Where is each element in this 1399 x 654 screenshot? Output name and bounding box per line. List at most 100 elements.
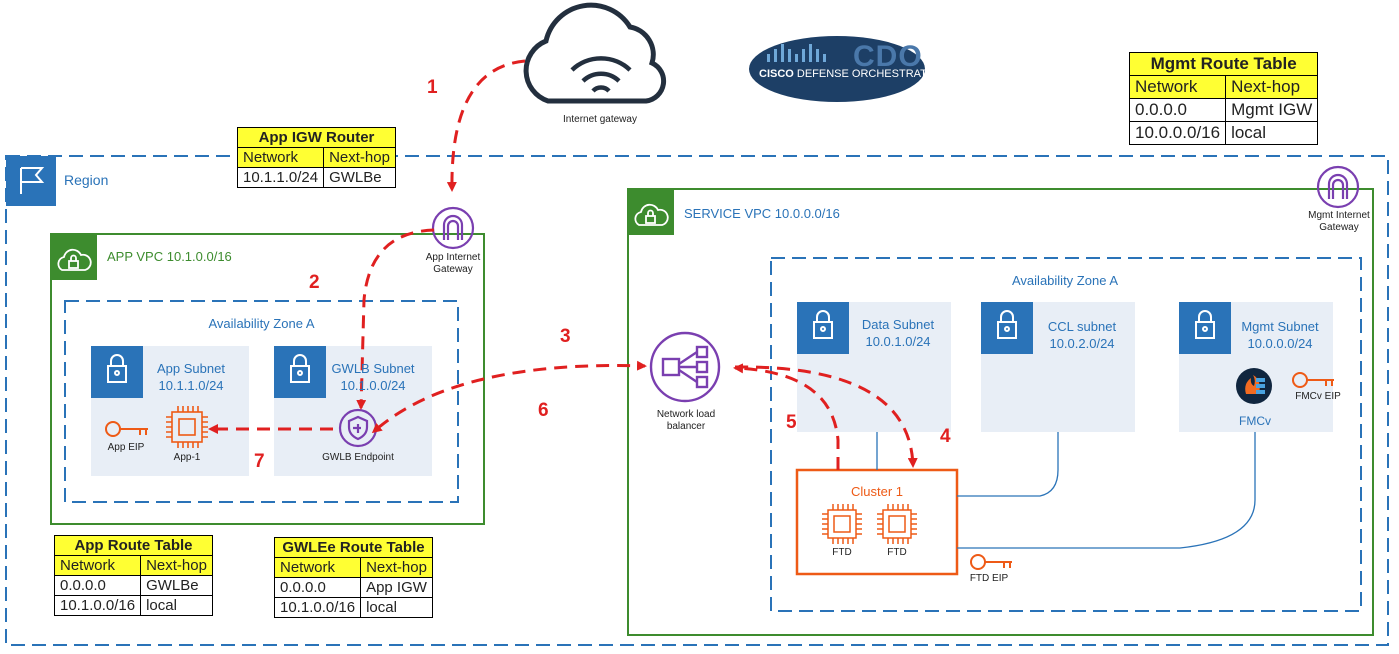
fmcv-icon [1236, 368, 1272, 404]
step-7-label: 7 [254, 451, 265, 472]
ccl-subnet-name: CCL subnet [1047, 319, 1117, 334]
app-col-nexthop: Next-hop [140, 555, 213, 576]
chip-icon [166, 406, 208, 448]
app-route-title: App Route Table [54, 535, 213, 556]
table-cell: 0.0.0.0 [1128, 98, 1227, 122]
cdo-logo-product: DEFENSE ORCHESTRATOR [796, 68, 944, 80]
gwlb-subnet-label: GWLB Subnet 10.1.0.0/24 [328, 360, 418, 394]
app-eip-key-icon [105, 421, 148, 437]
gwlb-subnet-name: GWLB Subnet [331, 361, 415, 376]
table-cell: 0.0.0.0 [273, 577, 362, 598]
ftd-eip-label: FTD EIP [969, 573, 1009, 584]
region-label: Region [64, 172, 109, 188]
mgmt-subnet-cidr: 10.0.0.0/24 [1247, 336, 1313, 351]
service-az-boundary [770, 257, 1362, 612]
traffic-flows [208, 59, 918, 470]
step-3-label: 3 [560, 326, 571, 347]
ftd-chip-icon-2 [877, 504, 917, 544]
mgmt-route-title: Mgmt Route Table [1128, 52, 1319, 76]
data-subnet-cidr: 10.0.1.0/24 [865, 334, 931, 349]
app-igw-router-title: App IGW Router [237, 127, 396, 148]
step-4-label: 4 [940, 426, 951, 447]
app-igw-col-nexthop: Next-hop [323, 147, 396, 168]
ccl-subnet-lock-icon [997, 310, 1017, 339]
cdo-logo-brand: CISCO [759, 68, 794, 80]
service-vpc-label: SERVICE VPC 10.0.0.0/16 [684, 206, 840, 221]
mgmt-igw-label: Mgmt Internet Gateway [1308, 210, 1370, 233]
mgmt-subnet-lock-icon [1195, 310, 1215, 339]
data-subnet-label: Data Subnet 10.0.1.0/24 [852, 316, 944, 350]
cluster-label: Cluster 1 [850, 484, 904, 499]
cdo-logo: CDO CISCO DEFENSE ORCHESTRATOR [747, 22, 943, 102]
table-cell: local [140, 595, 213, 616]
ftd-eip-key-icon [970, 554, 1012, 570]
table-cell: 10.1.0.0/16 [53, 595, 142, 616]
ftd-1-label: FTD [832, 547, 852, 558]
app-1-label: App-1 [173, 452, 201, 463]
ccl-subnet-label: CCL subnet 10.0.2.0/24 [1036, 318, 1128, 352]
service-vpc-icon-box [628, 189, 674, 235]
fmcv-label: FMCv [1239, 414, 1271, 428]
table-cell: 0.0.0.0 [53, 575, 142, 596]
ftd-chip-icon-1 [822, 504, 862, 544]
gwlb-subnet-lock-icon [290, 354, 310, 383]
flow-4 [734, 365, 918, 468]
app-subnet-name: App Subnet [157, 361, 225, 376]
flow-5 [733, 363, 840, 470]
network-load-balancer-icon [649, 331, 721, 403]
service-cloud-lock-icon [634, 203, 669, 226]
internet-gateway-label: Internet gateway [563, 114, 637, 125]
step-1-label: 1 [427, 77, 438, 98]
step-5-label: 5 [786, 412, 797, 433]
ftd-2-label: FTD [887, 547, 907, 558]
cdo-logo-mark [749, 36, 925, 102]
app-vpc-label: APP VPC 10.1.0.0/16 [107, 249, 232, 264]
gwlbe-route-title: GWLEe Route Table [274, 537, 433, 558]
app-igw-col-network: Network [236, 147, 325, 168]
step-2-label: 2 [309, 272, 320, 293]
table-cell: Mgmt IGW [1225, 98, 1319, 122]
table-cell: local [360, 597, 433, 618]
nlb-label: Network load balancer [656, 409, 716, 432]
gwlb-subnet-cidr: 10.1.0.0/24 [340, 378, 406, 393]
cdo-logo-text: CISCO DEFENSE ORCHESTRATOR [759, 68, 943, 80]
table-cell: 10.1.1.0/24 [236, 167, 325, 188]
flag-icon [20, 167, 45, 194]
table-cell: GWLBe [323, 167, 396, 188]
cloud-lock-icon [57, 248, 92, 271]
app-az-label: Availability Zone A [208, 316, 315, 331]
gwlbe-col-network: Network [273, 557, 362, 578]
gwlbe-col-nexthop: Next-hop [360, 557, 433, 578]
mgmt-col-network: Network [1128, 75, 1227, 99]
mgmt-col-nexthop: Next-hop [1225, 75, 1319, 99]
app-subnet-cidr: 10.1.1.0/24 [158, 378, 224, 393]
step-6-label: 6 [538, 400, 549, 421]
app-col-network: Network [53, 555, 142, 576]
fmcv-eip-key-icon [1292, 372, 1334, 388]
app-subnet-label: App Subnet 10.1.1.0/24 [146, 360, 236, 394]
flow-1 [446, 59, 526, 192]
flow-3-6 [371, 360, 647, 434]
region-boundary [5, 155, 1389, 646]
table-cell: 10.1.0.0/16 [273, 597, 362, 618]
table-cell: local [1225, 121, 1319, 145]
gwlb-endpoint-label: GWLB Endpoint [322, 452, 394, 463]
mgmt-subnet-label: Mgmt Subnet 10.0.0.0/24 [1234, 318, 1326, 352]
cluster-box [795, 468, 959, 576]
app-internet-gateway-icon [431, 206, 475, 250]
subnet-links [876, 432, 1256, 549]
service-az-label: Availability Zone A [1012, 273, 1118, 288]
table-cell: App IGW [360, 577, 433, 598]
app-subnet-lock-icon [107, 354, 127, 383]
app-eip-label: App EIP [107, 442, 145, 453]
internet-gateway-cloud-icon [523, 2, 667, 104]
flow-2 [356, 228, 435, 410]
data-subnet-name: Data Subnet [861, 317, 935, 332]
table-cell: 10.0.0.0/16 [1128, 121, 1227, 145]
app-vpc-icon-box [51, 234, 97, 280]
